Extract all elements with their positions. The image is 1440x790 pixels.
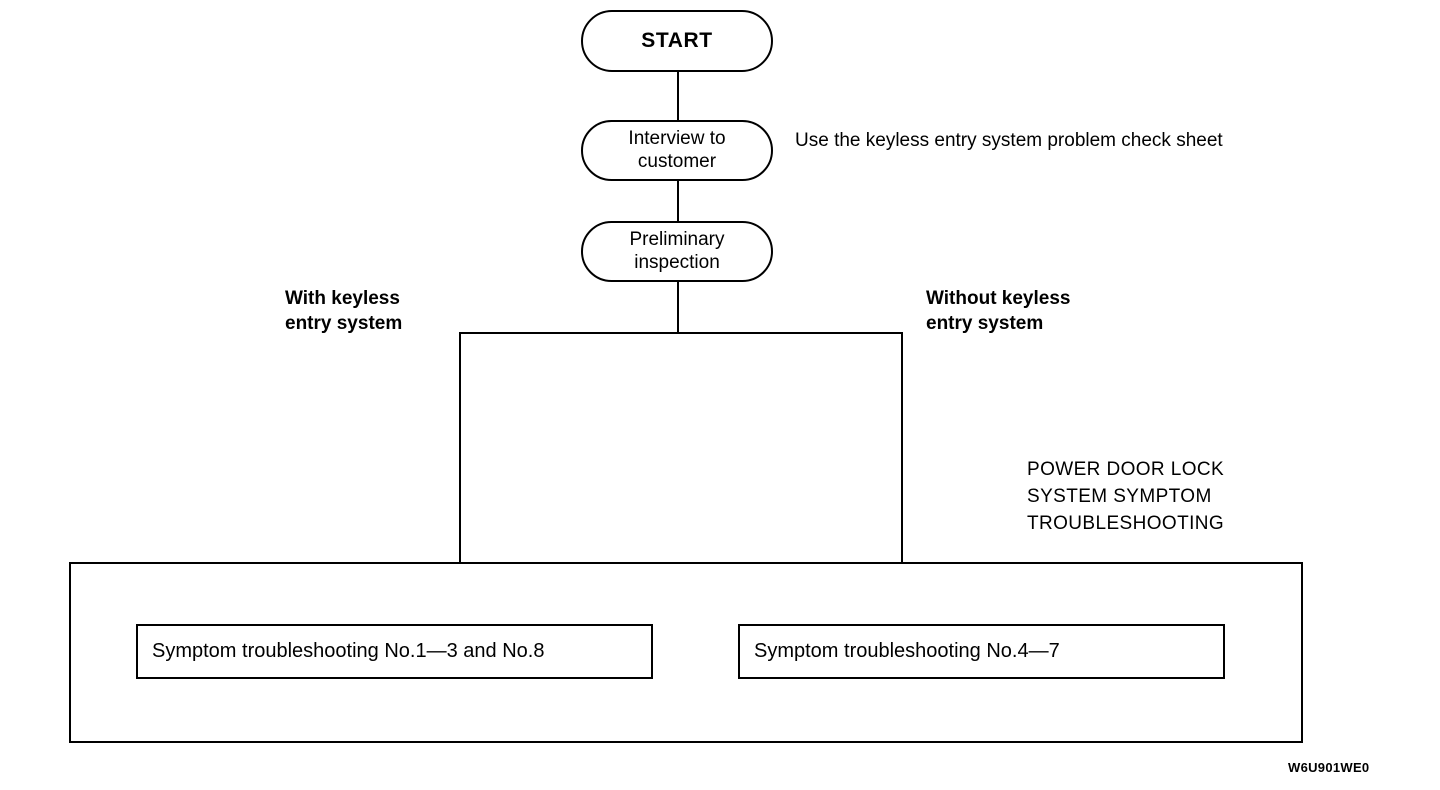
- node-start: START: [581, 10, 773, 72]
- connector-start-to-interview: [677, 71, 679, 121]
- branch-label-with-keyless: With keyless entry system: [285, 288, 403, 335]
- figure-reference-code: W6U901WE0: [1288, 760, 1370, 775]
- branch-right-vertical-line: [901, 332, 903, 615]
- result-box-symptom-1-3-and-8: Symptom troubleshooting No.1—3 and No.8: [136, 624, 653, 679]
- node-interview-label: Interview to customer: [628, 128, 726, 172]
- branch-left-vertical-line: [459, 332, 461, 615]
- branch-label-without-keyless: Without keyless entry system: [926, 288, 1071, 335]
- connector-preliminary-to-branch: [677, 281, 679, 333]
- note-check-sheet: Use the keyless entry system problem che…: [795, 130, 1223, 151]
- node-preliminary-inspection: Preliminary inspection: [581, 221, 773, 282]
- branch-horizontal-line: [459, 332, 903, 334]
- node-start-label: START: [641, 28, 713, 52]
- node-interview-to-customer: Interview to customer: [581, 120, 773, 181]
- node-preliminary-label: Preliminary inspection: [629, 229, 725, 273]
- result-box-symptom-4-7: Symptom troubleshooting No.4—7: [738, 624, 1225, 679]
- group-box-title: POWER DOOR LOCK SYSTEM SYMPTOM TROUBLESH…: [1027, 459, 1225, 534]
- connector-interview-to-preliminary: [677, 180, 679, 222]
- result-box-left-label: Symptom troubleshooting No.1—3 and No.8: [152, 640, 545, 662]
- result-box-right-label: Symptom troubleshooting No.4—7: [754, 640, 1060, 662]
